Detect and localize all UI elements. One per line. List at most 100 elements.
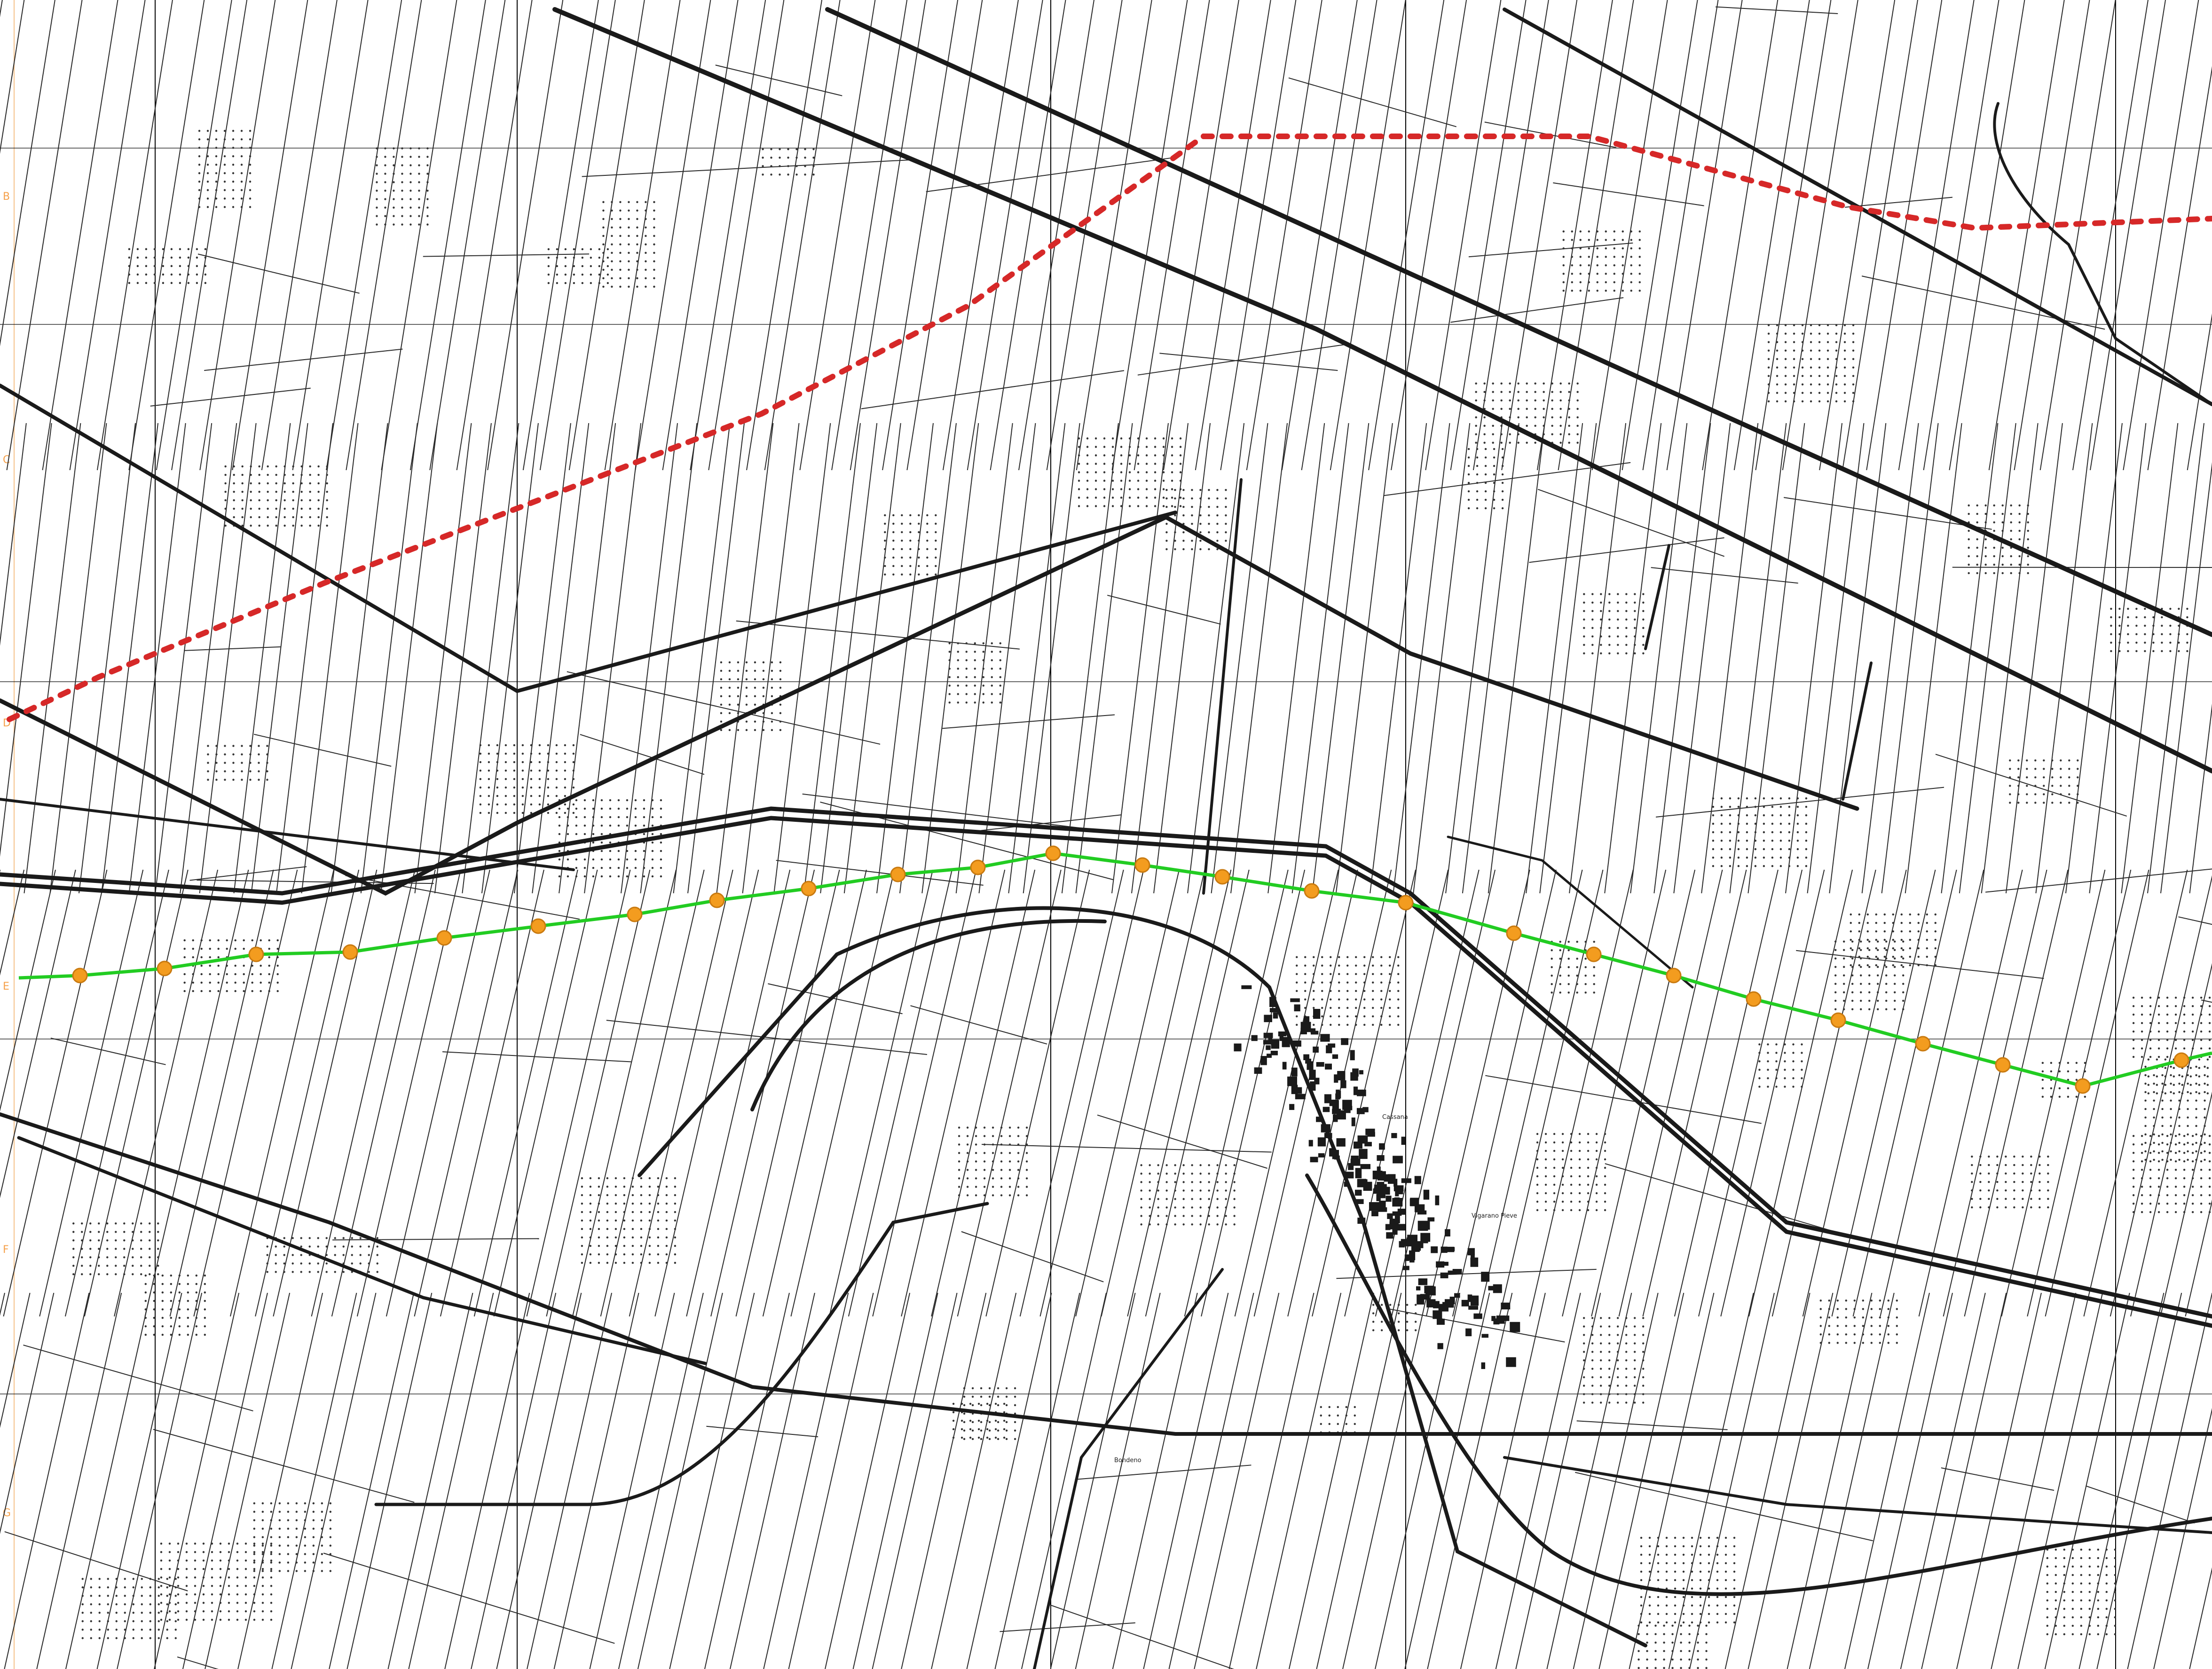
orchard-dot	[1233, 1198, 1236, 1200]
orchard-dot	[2127, 650, 2129, 653]
parcel-line	[742, 423, 800, 894]
parcel-line	[1018, 0, 1094, 471]
orchard-dot	[2013, 1189, 2015, 1192]
orchard-dot	[185, 1576, 188, 1579]
orchard-dot	[1501, 498, 1504, 501]
route-marker[interactable]	[1214, 869, 1230, 885]
orchard-dot	[1784, 366, 1787, 369]
parcel-line	[1562, 869, 1667, 1317]
orchard-dot	[1583, 644, 1585, 646]
orchard-dot	[1372, 1329, 1375, 1331]
orchard-dot	[590, 282, 592, 284]
red-dashed-route[interactable]	[7, 134, 2212, 722]
parcel-line	[1267, 423, 1325, 894]
route-marker[interactable]	[1045, 845, 1061, 861]
orchard-dot	[988, 1404, 991, 1407]
orchard-dot	[1640, 1621, 1643, 1624]
parcel-line	[1898, 0, 1975, 471]
orchard-dot	[368, 1271, 370, 1273]
orchard-dot	[1845, 1325, 1847, 1327]
route-marker[interactable]	[970, 859, 986, 875]
orchard-dot	[185, 1602, 188, 1604]
orchard-dot	[1862, 1325, 1864, 1327]
orchard-dot	[771, 720, 773, 723]
route-marker[interactable]	[530, 918, 546, 934]
route-marker[interactable]	[1830, 1012, 1846, 1028]
orchard-dot	[124, 1620, 126, 1622]
orchard-dot	[72, 1222, 75, 1225]
orchard-dot	[636, 268, 638, 271]
route-marker[interactable]	[2075, 1078, 2091, 1094]
orchard-dot	[2191, 1135, 2194, 1137]
orchard-dot	[1017, 1143, 1020, 1146]
orchard-dot	[1616, 1368, 1619, 1370]
orchard-dot	[1582, 1334, 1585, 1336]
orchard-dot	[107, 1629, 109, 1631]
orchard-dot	[631, 1185, 634, 1188]
orchard-dot	[183, 973, 186, 976]
route-marker[interactable]	[1304, 883, 1320, 899]
orchard-dot	[2077, 768, 2079, 770]
route-marker[interactable]	[627, 906, 643, 922]
building	[1385, 1196, 1392, 1202]
orchard-dot	[2157, 1005, 2160, 1008]
orchard-dot	[312, 1519, 315, 1521]
route-marker[interactable]	[1915, 1036, 1931, 1052]
route-marker[interactable]	[157, 960, 173, 976]
orchard-dot	[1617, 644, 1619, 646]
route-marker[interactable]	[248, 946, 264, 962]
orchard-dot	[1775, 1086, 1778, 1088]
parcel-line	[1039, 869, 1144, 1317]
orchard-dot	[614, 1261, 617, 1264]
orchard-dot	[1665, 1536, 1668, 1539]
orchard-dot	[141, 1603, 143, 1606]
orchard-dot	[2080, 1557, 2082, 1559]
orchard-dot	[132, 1222, 134, 1225]
orchard-dot	[1321, 1023, 1323, 1026]
route-marker[interactable]	[1134, 857, 1150, 873]
building	[1392, 1219, 1399, 1229]
orchard-dot	[598, 1236, 600, 1239]
parcel-line	[1529, 869, 1634, 1317]
route-marker[interactable]	[72, 968, 88, 984]
orchard-dot	[1801, 358, 1804, 360]
orchard-dot	[1879, 1342, 1881, 1344]
route-marker[interactable]	[1995, 1057, 2011, 1073]
route-marker[interactable]	[1506, 925, 1522, 941]
orchard-dot	[204, 1316, 206, 1319]
route-marker[interactable]	[1398, 895, 1414, 911]
route-marker[interactable]	[1666, 968, 1682, 984]
orchard-dot	[626, 850, 629, 852]
orchard-dot	[98, 1265, 100, 1267]
sheet-letter: B	[3, 191, 10, 203]
orchard-dot	[270, 1527, 273, 1530]
route-marker[interactable]	[1586, 946, 1602, 962]
orchard-dot	[1758, 1077, 1761, 1079]
orchard-dot	[141, 1578, 143, 1580]
route-marker[interactable]	[342, 944, 358, 960]
orchard-dot	[581, 1219, 583, 1222]
orchard-dot	[1476, 473, 1479, 476]
orchard-dot	[106, 1231, 109, 1233]
orchard-dot	[2181, 1092, 2184, 1094]
orchard-dot	[598, 1253, 600, 1256]
orchard-dot	[674, 1194, 677, 1197]
orchard-dot	[1784, 400, 1787, 402]
parcel-line	[1230, 423, 1288, 894]
route-marker[interactable]	[436, 930, 452, 946]
orchard-dot	[1304, 990, 1307, 992]
route-marker[interactable]	[709, 892, 725, 908]
route-marker[interactable]	[801, 881, 817, 897]
orchard-dot	[609, 824, 612, 827]
route-marker[interactable]	[1746, 991, 1762, 1007]
orchard-dot	[974, 685, 976, 687]
route-marker[interactable]	[890, 866, 906, 882]
orchard-dot	[253, 1619, 256, 1621]
orchard-dot	[737, 729, 740, 732]
orchard-dot	[983, 1135, 986, 1137]
route-marker[interactable]	[2173, 1052, 2189, 1068]
orchard-dot	[589, 1261, 592, 1264]
orchard-dot	[1625, 601, 1628, 604]
orchard-dot	[1754, 856, 1757, 859]
